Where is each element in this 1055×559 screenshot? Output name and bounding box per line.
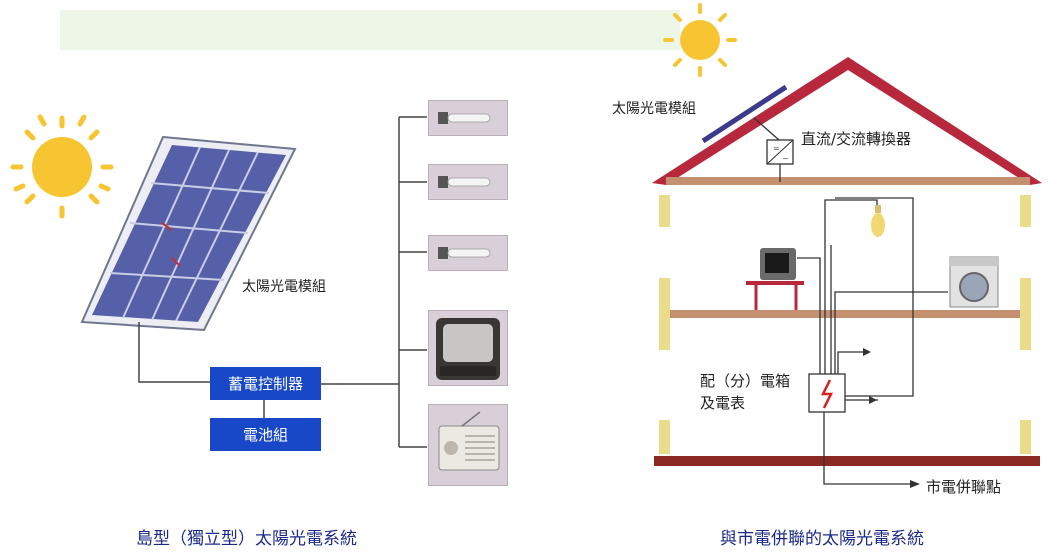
left-caption: 島型（獨立型）太陽光電系統 [136, 529, 357, 549]
lamp-icon [438, 112, 491, 124]
solar-panel [80, 135, 297, 332]
top-wash [60, 10, 680, 50]
wiring-arrowheads [863, 348, 920, 488]
tv-icon [760, 248, 796, 280]
charge-controller-box: 蓄電控制器 [210, 367, 321, 400]
svg-text:=: = [773, 144, 780, 153]
distribution-panel-label-1: 配（分）電箱 [700, 372, 791, 390]
left-sun-icon [10, 114, 114, 219]
television-icon [436, 318, 500, 380]
washing-machine-icon [949, 256, 999, 308]
right-module-label: 太陽光電模組 [612, 101, 696, 117]
right-wiring [753, 117, 948, 485]
distribution-panel-icon [808, 373, 846, 413]
right-caption: 與市電併聯的太陽光電系統 [720, 529, 924, 549]
radio-icon [438, 411, 500, 471]
left-module-label: 太陽光電模組 [242, 279, 326, 295]
grid-connection-label: 市電併聯點 [926, 478, 1002, 496]
inverter-icon: = ~ [766, 139, 794, 165]
inverter-label: 直流/交流轉換器 [801, 130, 912, 148]
light-bulb-icon [871, 205, 885, 237]
svg-text:~: ~ [782, 154, 789, 163]
left-wiring [138, 116, 427, 448]
distribution-panel-label-2: 及電表 [700, 394, 746, 412]
right-sun-icon [663, 3, 737, 77]
lamp-icon [438, 247, 491, 259]
lamp-icon [438, 176, 491, 188]
battery-box: 電池組 [210, 418, 321, 451]
house [652, 57, 1042, 466]
